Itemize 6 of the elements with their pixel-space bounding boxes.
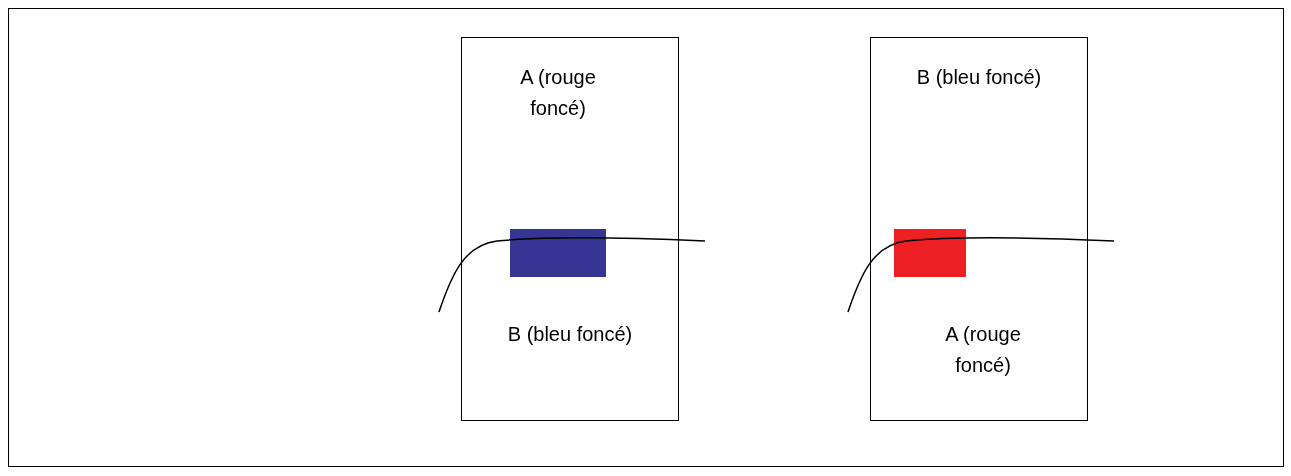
box-label: A (rouge foncé) <box>519 65 597 121</box>
box-label: A (rouge foncé) <box>944 322 1022 378</box>
filled-rectangle <box>510 229 606 277</box>
filled-rectangle <box>894 229 966 277</box>
box-label: B (bleu foncé) <box>506 322 634 347</box>
box-label: B (bleu foncé) <box>915 65 1043 90</box>
